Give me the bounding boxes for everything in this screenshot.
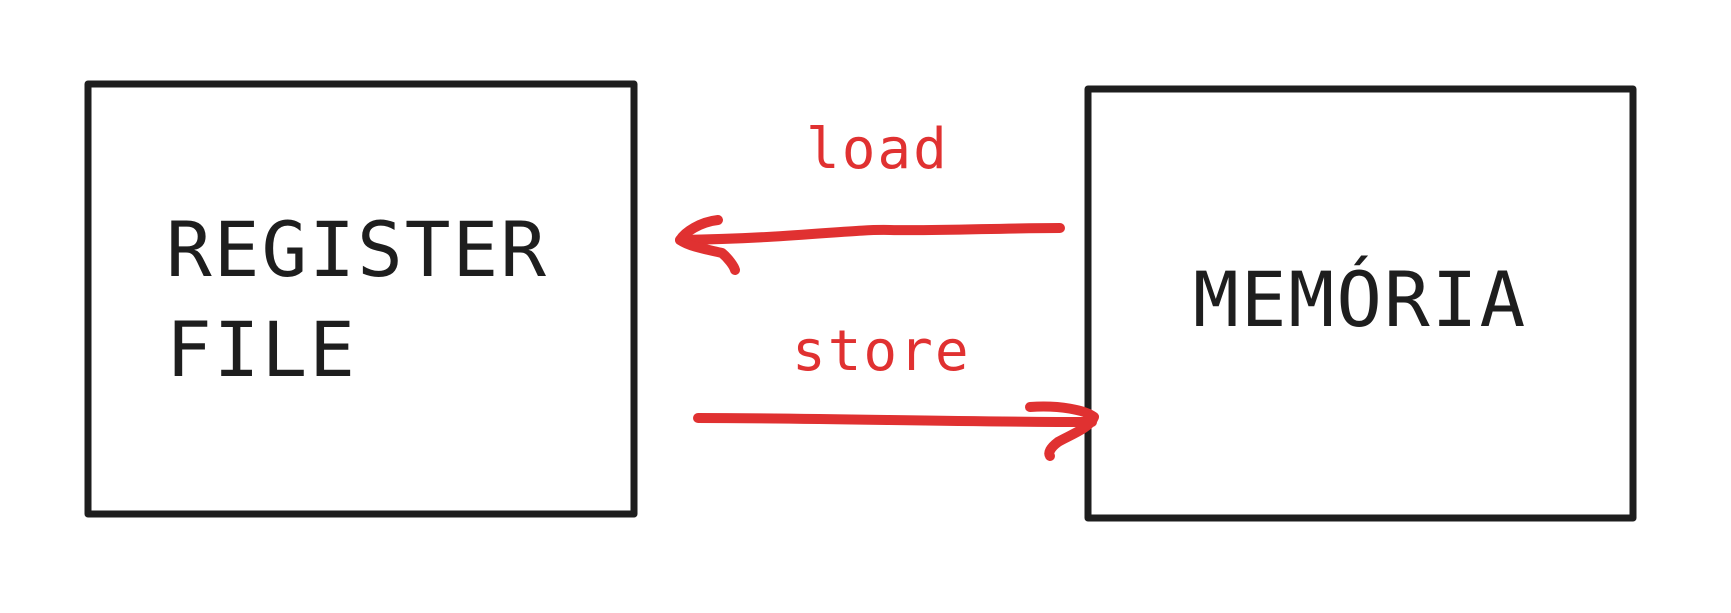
load-arrow[interactable] xyxy=(675,215,1065,275)
store-arrow[interactable] xyxy=(693,401,1099,461)
store-arrow-head xyxy=(1025,401,1099,461)
store-arrow-shaft xyxy=(693,413,1097,427)
memoria-box[interactable] xyxy=(1084,85,1637,522)
register-file-label-line1: REGISTER xyxy=(166,205,549,294)
store-label: store xyxy=(792,319,971,384)
load-arrow-head xyxy=(675,215,740,275)
register-file-box[interactable] xyxy=(84,80,638,518)
register-file-label-line2: FILE xyxy=(166,305,358,394)
load-arrow-shaft xyxy=(675,223,1065,245)
memoria-label: MEMÓRIA xyxy=(1193,255,1528,344)
load-label: load xyxy=(806,117,949,182)
